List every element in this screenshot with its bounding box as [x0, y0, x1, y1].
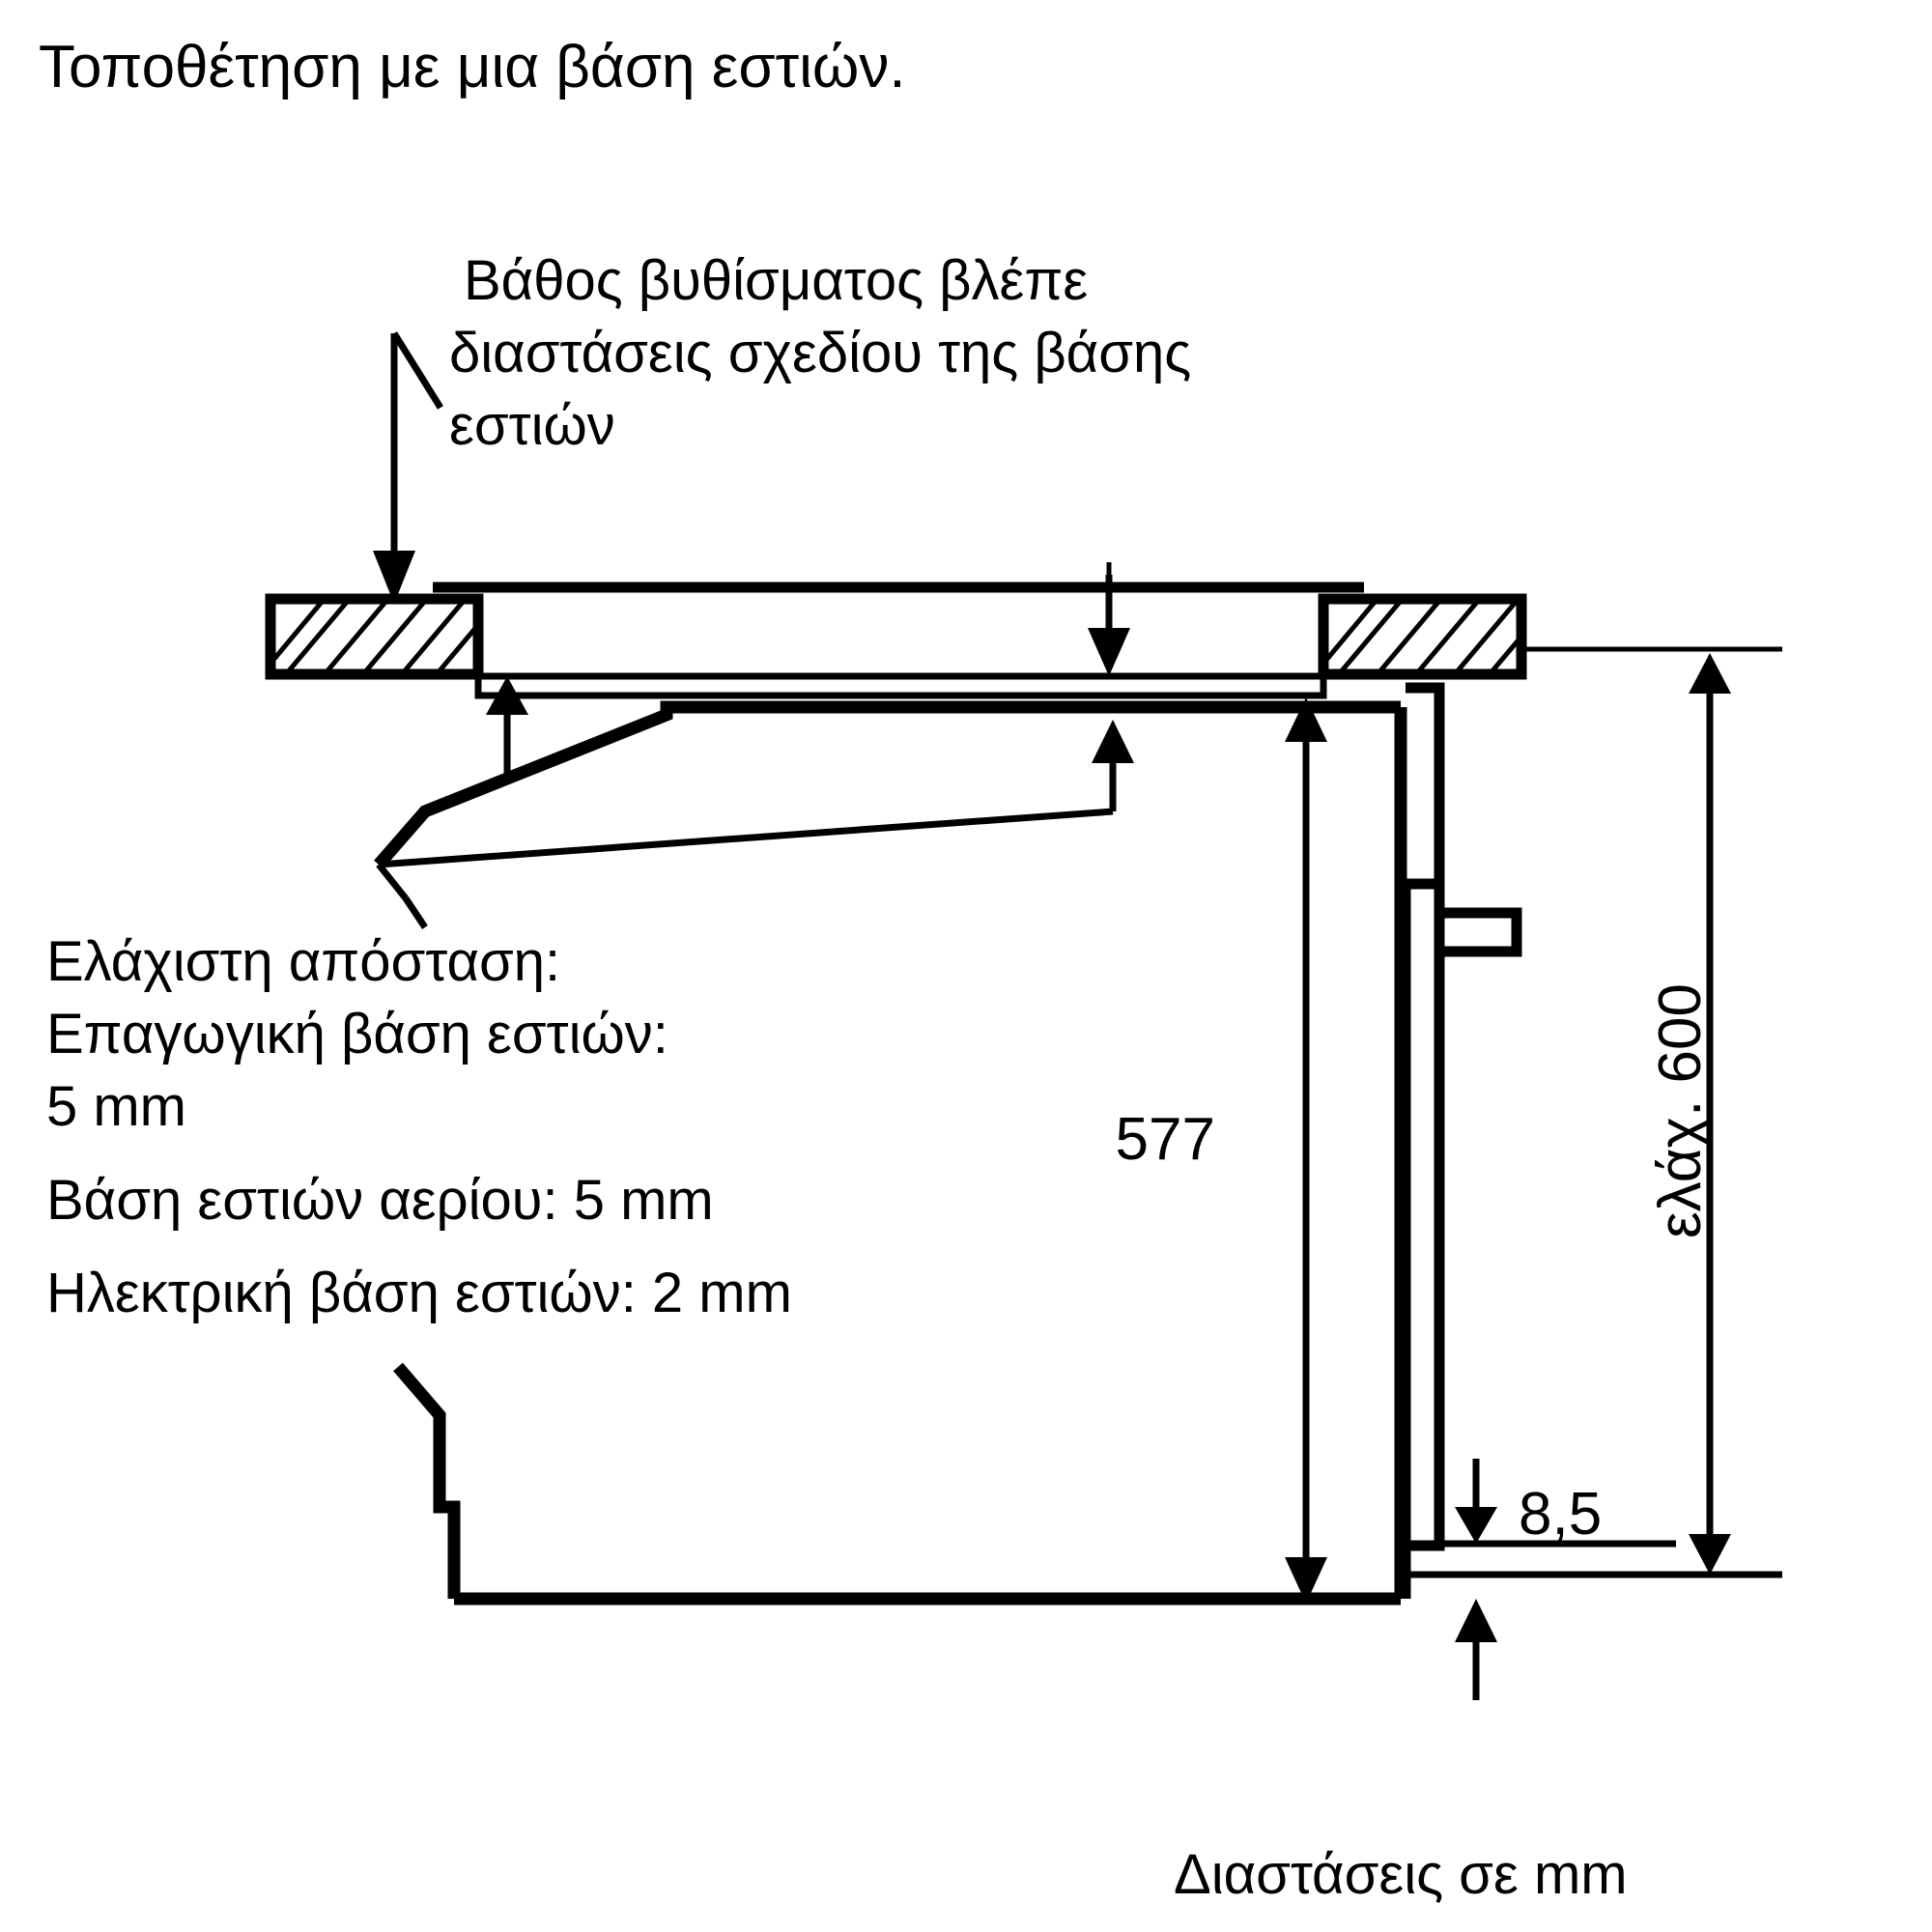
oven-carcass: [393, 700, 1407, 1605]
hob-recess-depth-arrow: [1088, 575, 1130, 676]
min-distance-leader: [403, 896, 428, 929]
min-gap-arrow-middle: [1092, 720, 1134, 811]
worktop-slab: [265, 593, 1527, 680]
dimension-577: [1285, 697, 1327, 1604]
dimension-8-5: [1406, 1459, 1782, 1700]
units-footer: Διαστάσεις σε mm: [1174, 1843, 1628, 1906]
page-title: Τοποθέτηση με μια βάση εστιών.: [39, 34, 906, 100]
hob-depth-note-line1: Βάθος βυθίσματος βλέπε: [464, 249, 1088, 312]
dimension-min-600: [1406, 646, 1782, 1577]
dimension-min-600-label: ελάχ. 600: [1647, 983, 1714, 1238]
worktop-hatching-right: [1325, 599, 1522, 676]
min-gap-arrow-left: [486, 676, 528, 773]
worktop-hatching-left: [272, 599, 479, 676]
oven-door-panel: [1400, 682, 1522, 1599]
hob-body: [433, 582, 1364, 699]
min-distance-note-line2: Επαγωγική βάση εστιών:: [46, 1003, 668, 1065]
oven-body-outline: [374, 700, 1401, 901]
min-distance-note-line4: Βάση εστιών αερίου: 5 mm: [46, 1169, 714, 1232]
hob-depth-note-line2: διαστάσεις σχεδίου της βάσης: [449, 322, 1191, 384]
dimension-8-5-label: 8,5: [1519, 1481, 1602, 1548]
min-distance-note-line1: Ελάχιστη απόσταση:: [46, 930, 560, 993]
hob-depth-leader-line: [373, 331, 443, 604]
min-distance-note-line5: Ηλεκτρική βάση εστιών: 2 mm: [46, 1262, 792, 1324]
min-distance-note-line3: 5 mm: [46, 1075, 186, 1138]
hob-depth-note-line3: εστιών: [449, 394, 615, 457]
dimension-577-label: 577: [1116, 1106, 1215, 1173]
